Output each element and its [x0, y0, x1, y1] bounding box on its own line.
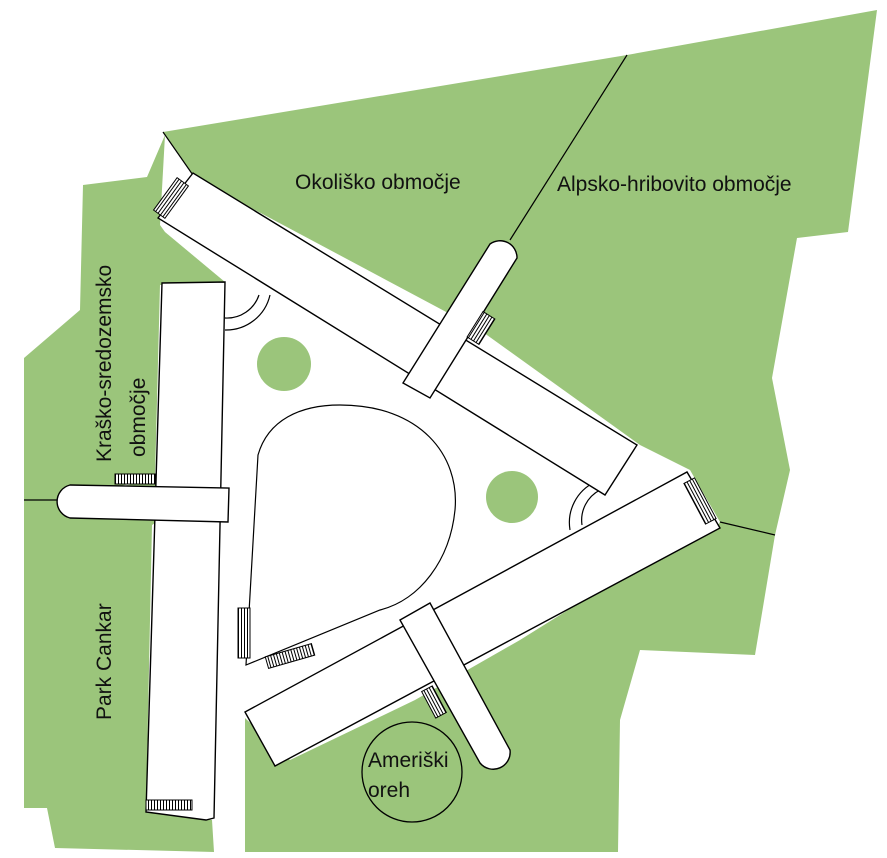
tree-left: [257, 337, 311, 391]
stairs-lawn-left: [237, 607, 251, 659]
label-park-cankar: Park Cankar: [93, 603, 116, 720]
label-krasko-line1: Kraško-sredozemsko: [93, 265, 116, 462]
building-west: [145, 281, 226, 821]
arc-left: [224, 294, 271, 331]
stairs-se-wing: [420, 685, 448, 719]
central-lawn: [245, 404, 457, 666]
stairs-east-tip: [683, 477, 717, 525]
label-alpsko: Alpsko-hribovito območje: [557, 173, 792, 196]
building-southeast: [244, 471, 721, 767]
building-northeast-wing: [402, 240, 518, 399]
stairs-west-bottom: [145, 799, 193, 811]
stairs-nw: [152, 177, 190, 219]
label-oreh-line1: Ameriški: [368, 749, 449, 772]
stairs-ne-wing: [466, 310, 496, 346]
arc-right-inner: [581, 489, 601, 526]
stairs-west-wing: [114, 473, 156, 485]
label-oreh-line2: oreh: [368, 779, 410, 802]
okolisko-area: [163, 55, 627, 330]
tree-oreh: [361, 721, 463, 823]
arc-left-inner: [224, 294, 260, 319]
label-okolisko: Okoliško območje: [295, 171, 461, 194]
building-west-wing: [56, 484, 230, 523]
area-boundaries: [24, 54, 776, 536]
alpsko-area: [480, 10, 877, 535]
buildings: [56, 172, 721, 821]
park-cankar-area: [24, 478, 214, 852]
label-krasko-line2: območje: [127, 378, 150, 457]
tree-right: [486, 471, 538, 523]
green-areas: [24, 10, 877, 852]
stairs: [114, 177, 717, 811]
stairs-lawn-bottom: [264, 642, 316, 670]
building-southeast-wing: [399, 602, 511, 770]
east-lawn: [245, 522, 775, 852]
krasko-area: [24, 135, 225, 500]
